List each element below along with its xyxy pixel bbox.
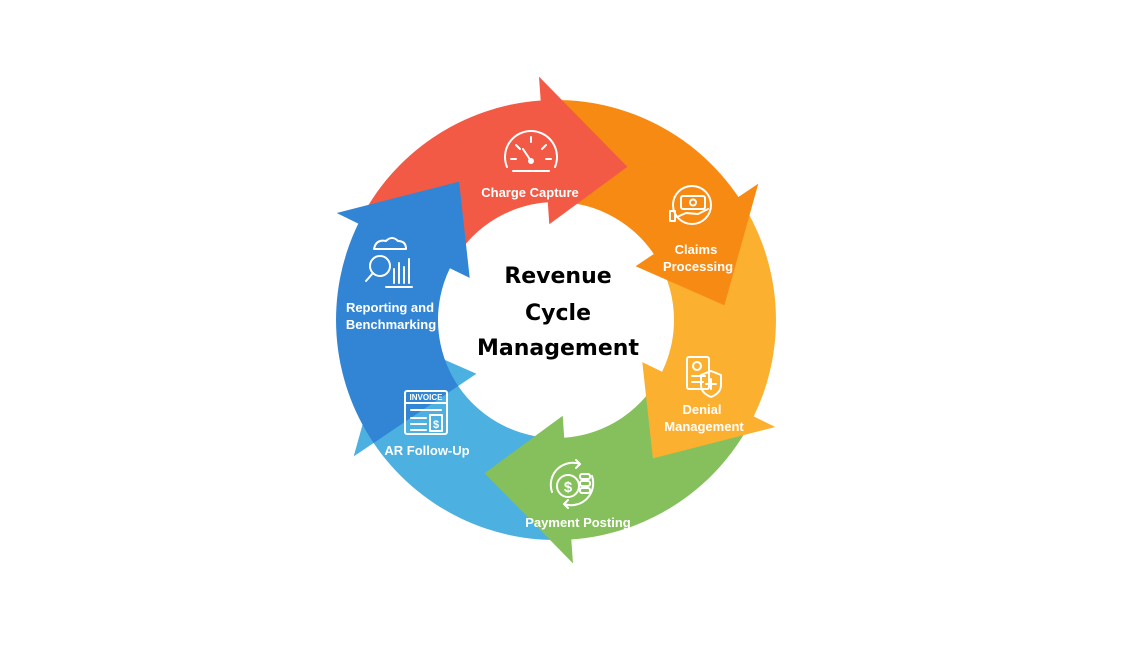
stage-label-denial-line2: Management <box>664 419 744 434</box>
cash-hand-icon <box>669 185 712 225</box>
stage-label-payment-posting: Payment Posting <box>525 515 631 530</box>
invoice-heading-text: INVOICE <box>410 393 444 402</box>
magnifier-chart-icon <box>365 237 413 288</box>
center-title-line2: Cycle <box>525 301 591 326</box>
cycle-segments <box>336 76 776 564</box>
dollar-sign: $ <box>564 479 573 496</box>
stage-label-claims-line1: Claims <box>675 242 718 257</box>
stage-label-denial-line1: Denial <box>682 402 721 417</box>
center-title-line1: Revenue <box>504 264 611 289</box>
segment-reporting-benchmarking <box>336 181 470 443</box>
stage-label-claims-line2: Processing <box>663 259 733 274</box>
document-shield-icon <box>686 356 722 398</box>
stage-label-charge-capture: Charge Capture <box>481 185 579 200</box>
center-title-line3: Management <box>477 336 639 361</box>
stage-label-reporting-line1: Reporting and <box>346 300 434 315</box>
invoice-icon: INVOICE $ <box>404 390 448 435</box>
stage-label-reporting-line2: Benchmarking <box>346 317 436 332</box>
dollar-coins-icon: $ <box>549 459 595 509</box>
invoice-dollar-sign: $ <box>433 419 439 431</box>
stage-label-ar-follow-up: AR Follow-Up <box>384 443 469 458</box>
speedometer-icon <box>504 130 558 172</box>
